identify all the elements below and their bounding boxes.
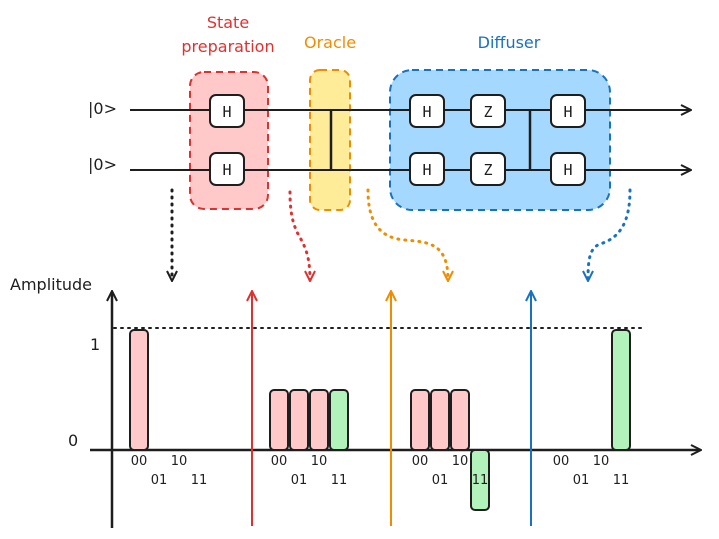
diffuser-h-gate-q2-first: H [409,152,445,186]
state-prep-h-gate-q2: H [209,152,245,186]
category-label-panel1-11: 11 [191,473,208,488]
category-label-panel1-10: 10 [171,454,188,469]
category-label-panel1-00: 00 [131,454,148,469]
amplitude-axis-label: Amplitude [10,275,92,294]
category-label-panel3-01: 01 [432,473,449,488]
qubit-2-label: |0> [88,155,117,174]
bar-panel2-10 [309,389,329,451]
bar-panel2-11 [329,389,349,451]
connector-diffuser-arrow [588,188,632,280]
gate-label: H [222,103,231,121]
bar-panel3-10 [450,389,470,451]
connector-oracle-arrow [366,188,448,280]
y-tick-0: 0 [68,431,78,450]
state-prep-label-line1: State [207,13,249,32]
diffuser-z-gate-q2: Z [470,152,506,186]
category-label-panel3-00: 00 [412,454,429,469]
state-prep-h-gate-q1: H [209,94,245,128]
category-label-panel4-10: 10 [593,454,610,469]
bar-panel3-11 [470,449,490,511]
diffuser-label: Diffuser [478,33,541,52]
category-label-panel4-01: 01 [573,473,590,488]
category-label-panel2-01: 01 [291,473,308,488]
qubit-1-label: |0> [88,99,117,118]
category-label-panel2-10: 10 [311,454,328,469]
diffuser-box [389,69,611,211]
oracle-label: Oracle [304,33,356,52]
category-label-panel2-11: 11 [331,473,348,488]
bar-panel3-01 [430,389,450,451]
category-label-panel4-11: 11 [613,473,630,488]
bar-panel1-00 [129,329,149,451]
diffuser-h-gate-q2-last: H [550,152,586,186]
connector-state-prep-arrow [288,190,310,280]
category-label-panel4-00: 00 [553,454,570,469]
category-label-panel3-10: 10 [452,454,469,469]
diffuser-h-gate-q1-first: H [409,94,445,128]
category-label-panel2-00: 00 [271,454,288,469]
bar-panel2-01 [289,389,309,451]
category-label-panel3-11: 11 [472,473,489,488]
category-label-panel1-01: 01 [151,473,168,488]
gate-label: Z [483,161,492,179]
diffuser-h-gate-q1-last: H [550,94,586,128]
diffuser-z-gate-q1: Z [470,94,506,128]
bar-group [129,329,631,511]
bar-panel2-00 [269,389,289,451]
gate-label: H [422,161,431,179]
gate-label: H [563,103,572,121]
state-prep-label-line2: preparation [181,37,274,56]
gate-label: H [422,103,431,121]
state-prep-box [189,71,269,210]
bar-panel3-00 [410,389,430,451]
gate-label: Z [483,103,492,121]
gate-label: H [563,161,572,179]
bar-panel4-11 [611,329,631,451]
y-tick-1: 1 [90,335,100,354]
gate-label: H [222,161,231,179]
